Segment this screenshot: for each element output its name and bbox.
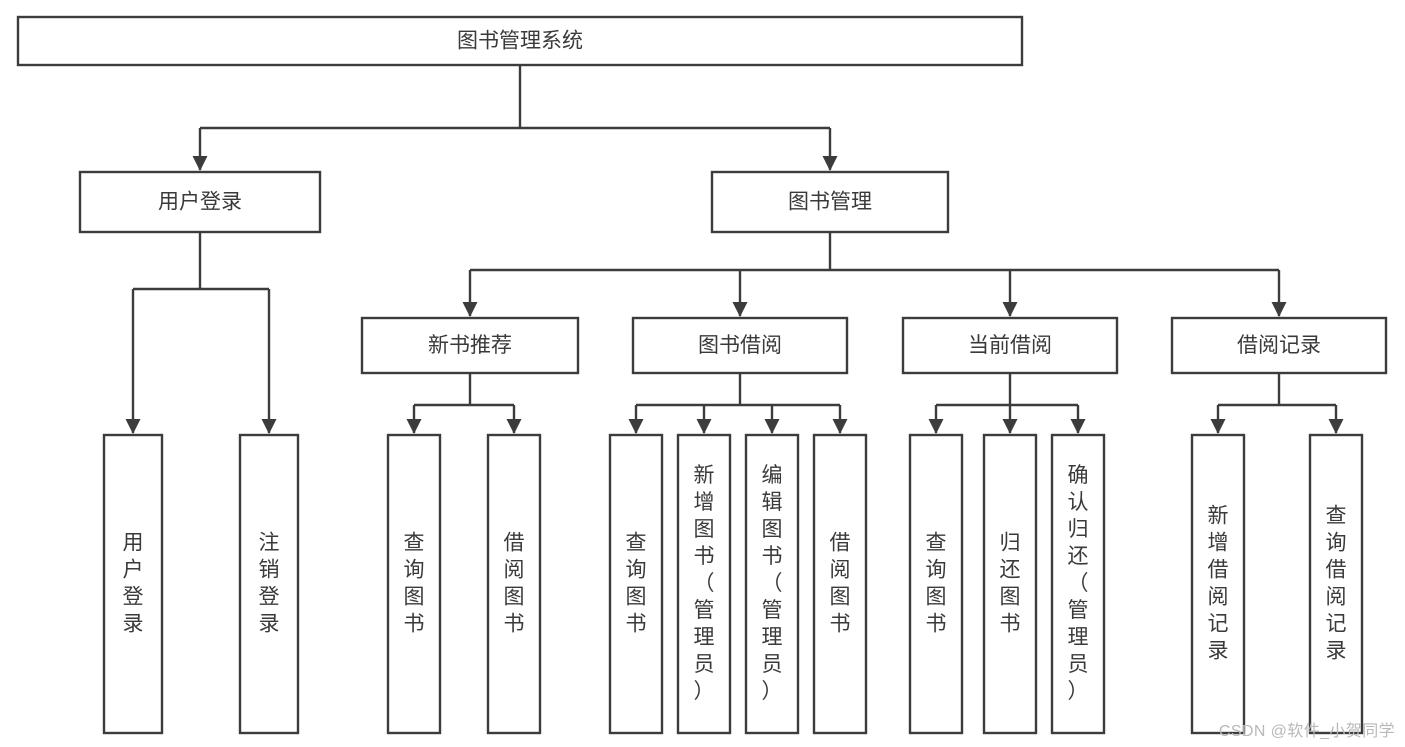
node-leaf-confirm-return[interactable]: 确认归还（管理员） <box>1050 433 1106 735</box>
node-label-root: 图书管理系统 <box>457 30 583 53</box>
node-book-borrow[interactable]: 图书借阅 <box>631 316 849 375</box>
node-leaf-query-book-3[interactable]: 查询图书 <box>908 433 964 735</box>
node-box-leaf-query-book-2 <box>608 433 664 735</box>
connector-arrowhead <box>696 419 712 434</box>
connector-arrowhead <box>1328 419 1344 434</box>
node-leaf-query-book-1[interactable]: 查询图书 <box>386 433 442 735</box>
node-box-borrow-records <box>1170 316 1388 375</box>
node-label-leaf-confirm-return: 确认归还（管理员） <box>1068 464 1089 703</box>
node-label-leaf-borrow-book-2: 借阅图书 <box>830 531 851 635</box>
node-label-book-borrow: 图书借阅 <box>698 334 782 357</box>
connector-arrowhead <box>628 419 644 434</box>
connector-arrowhead <box>406 419 422 434</box>
node-leaf-edit-book[interactable]: 编辑图书（管理员） <box>744 433 800 735</box>
node-user-login[interactable]: 用户登录 <box>78 170 322 234</box>
node-box-leaf-query-book-3 <box>908 433 964 735</box>
node-box-current-borrow <box>901 316 1119 375</box>
connector-arrowhead <box>1070 419 1086 434</box>
node-box-root <box>16 15 1024 67</box>
node-leaf-return-book[interactable]: 归还图书 <box>982 433 1038 735</box>
connector-arrowhead <box>822 156 838 171</box>
node-box-leaf-edit-book <box>744 433 800 735</box>
node-box-leaf-borrow-book-1 <box>486 433 542 735</box>
connector-arrowhead <box>928 419 944 434</box>
node-leaf-borrow-book-1[interactable]: 借阅图书 <box>486 433 542 735</box>
node-box-leaf-borrow-book-2 <box>812 433 868 735</box>
connector-arrowhead <box>732 302 748 317</box>
connector-layer <box>125 65 1344 434</box>
node-leaf-add-record[interactable]: 新增借阅记录 <box>1190 433 1246 735</box>
node-leaf-user-login[interactable]: 用户登录 <box>102 433 164 735</box>
node-leaf-query-record[interactable]: 查询借阅记录 <box>1308 433 1364 735</box>
node-label-leaf-query-record: 查询借阅记录 <box>1326 504 1347 662</box>
node-box-leaf-return-book <box>982 433 1038 735</box>
connector-arrowhead <box>1271 302 1287 317</box>
node-box-leaf-add-book <box>676 433 732 735</box>
node-current-borrow[interactable]: 当前借阅 <box>901 316 1119 375</box>
connector-arrowhead <box>462 302 478 317</box>
connector-arrowhead <box>506 419 522 434</box>
node-box-leaf-confirm-return <box>1050 433 1106 735</box>
node-label-leaf-user-login: 用户登录 <box>123 531 144 635</box>
node-layer: 图书管理系统用户登录用户登录注销登录图书管理新书推荐查询图书借阅图书图书借阅查询… <box>16 15 1388 735</box>
node-box-leaf-user-logout <box>238 433 300 735</box>
connector-arrowhead <box>125 419 141 434</box>
node-root[interactable]: 图书管理系统 <box>16 15 1024 67</box>
node-box-book-management <box>710 170 950 234</box>
node-label-leaf-add-book: 新增图书（管理员） <box>694 464 715 703</box>
node-label-leaf-user-logout: 注销登录 <box>259 531 280 635</box>
node-book-management[interactable]: 图书管理 <box>710 170 950 234</box>
node-label-leaf-query-book-3: 查询图书 <box>926 531 947 635</box>
node-box-user-login <box>78 170 322 234</box>
node-label-book-management: 图书管理 <box>788 191 872 214</box>
node-label-leaf-add-record: 新增借阅记录 <box>1208 504 1229 662</box>
node-leaf-borrow-book-2[interactable]: 借阅图书 <box>812 433 868 735</box>
node-label-new-book-recommend: 新书推荐 <box>428 334 512 357</box>
node-label-current-borrow: 当前借阅 <box>968 334 1052 357</box>
node-label-user-login: 用户登录 <box>158 191 242 214</box>
node-box-leaf-query-record <box>1308 433 1364 735</box>
node-label-leaf-query-book-2: 查询图书 <box>626 531 647 635</box>
node-new-book-recommend[interactable]: 新书推荐 <box>360 316 580 375</box>
node-leaf-add-book[interactable]: 新增图书（管理员） <box>676 433 732 735</box>
connector-arrowhead <box>192 156 208 171</box>
node-leaf-user-logout[interactable]: 注销登录 <box>238 433 300 735</box>
connector-arrowhead <box>1002 419 1018 434</box>
connector-arrowhead <box>764 419 780 434</box>
node-box-leaf-query-book-1 <box>386 433 442 735</box>
node-borrow-records[interactable]: 借阅记录 <box>1170 316 1388 375</box>
connector-arrowhead <box>1002 302 1018 317</box>
connector-arrowhead <box>261 419 277 434</box>
node-label-borrow-records: 借阅记录 <box>1237 334 1321 357</box>
node-label-leaf-edit-book: 编辑图书（管理员） <box>762 464 783 703</box>
node-label-leaf-return-book: 归还图书 <box>1000 531 1021 635</box>
node-box-new-book-recommend <box>360 316 580 375</box>
node-label-leaf-query-book-1: 查询图书 <box>404 531 425 635</box>
node-box-leaf-add-record <box>1190 433 1246 735</box>
connector-arrowhead <box>1210 419 1226 434</box>
node-box-book-borrow <box>631 316 849 375</box>
node-leaf-query-book-2[interactable]: 查询图书 <box>608 433 664 735</box>
node-label-leaf-borrow-book-1: 借阅图书 <box>504 531 525 635</box>
connector-arrowhead <box>832 419 848 434</box>
node-box-leaf-user-login <box>102 433 164 735</box>
